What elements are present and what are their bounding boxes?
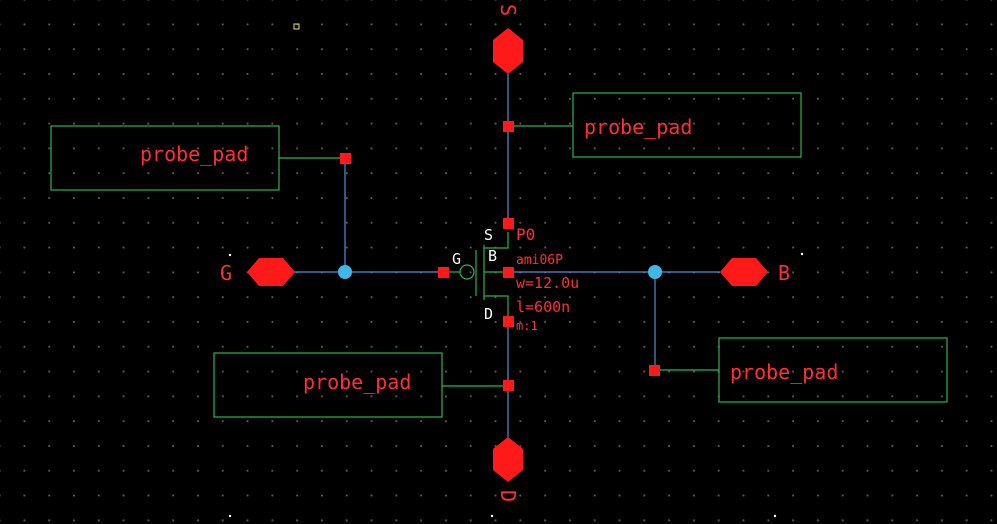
gate-bubble bbox=[459, 264, 475, 280]
grid-point bbox=[228, 514, 232, 518]
probe-pad-drain[interactable]: probe_pad bbox=[213, 352, 508, 418]
terminal-b-label: B bbox=[488, 247, 497, 265]
connection-square[interactable] bbox=[503, 267, 514, 278]
grid-point bbox=[490, 514, 494, 518]
pmos-transistor[interactable]: S G B D P0 ami06P w=12.0u l=600n m:1 bbox=[448, 225, 579, 333]
probe-pad-outline bbox=[213, 352, 443, 418]
pin-source[interactable]: S bbox=[493, 4, 523, 74]
junction-dot bbox=[338, 265, 352, 279]
pin-gate[interactable]: G bbox=[220, 258, 295, 286]
source-leg bbox=[484, 232, 509, 249]
connection-square[interactable] bbox=[503, 218, 514, 229]
terminal-g-label: G bbox=[452, 250, 461, 268]
width-param: w=12.0u bbox=[516, 274, 579, 292]
pin-source-shape bbox=[493, 28, 523, 74]
probe-pad-label: probe_pad bbox=[584, 115, 692, 139]
drain-leg bbox=[484, 295, 509, 316]
connection-square[interactable] bbox=[438, 267, 449, 278]
grid-point bbox=[773, 514, 777, 518]
pin-gate-label: G bbox=[220, 261, 232, 285]
probe-pad-gate[interactable]: probe_pad bbox=[50, 125, 345, 191]
connection-square[interactable] bbox=[649, 365, 660, 376]
pin-bulk-label: B bbox=[778, 261, 790, 285]
connection-square[interactable] bbox=[340, 153, 351, 164]
pin-drain-label: D bbox=[496, 490, 520, 502]
pin-gate-shape bbox=[247, 258, 295, 286]
probe-pad-label: probe_pad bbox=[730, 360, 838, 384]
connection-square[interactable] bbox=[503, 316, 514, 327]
probe-pad-outline bbox=[572, 92, 802, 158]
connection-square[interactable] bbox=[503, 380, 514, 391]
pin-drain-shape bbox=[493, 437, 523, 482]
pin-bulk-shape bbox=[720, 258, 768, 286]
model-name: ami06P bbox=[516, 253, 563, 268]
connection-square[interactable] bbox=[503, 121, 514, 132]
terminal-d-label: D bbox=[484, 305, 493, 323]
grid-point bbox=[800, 252, 804, 256]
junction-dot bbox=[648, 265, 662, 279]
length-param: l=600n bbox=[516, 298, 570, 316]
pin-source-label: S bbox=[496, 4, 520, 16]
pin-drain[interactable]: D bbox=[493, 437, 523, 502]
terminal-s-label: S bbox=[484, 226, 493, 244]
probe-pad-label: probe_pad bbox=[140, 142, 248, 166]
probe-pad-label: probe_pad bbox=[303, 370, 411, 394]
probe-pad-bulk[interactable]: probe_pad bbox=[655, 337, 948, 403]
origin-marker bbox=[293, 23, 300, 30]
multiplier-param: m:1 bbox=[516, 319, 538, 333]
instance-name: P0 bbox=[516, 225, 535, 244]
grid-point bbox=[228, 253, 232, 257]
probe-pad-source[interactable]: probe_pad bbox=[508, 92, 802, 158]
pin-bulk[interactable]: B bbox=[720, 258, 790, 286]
